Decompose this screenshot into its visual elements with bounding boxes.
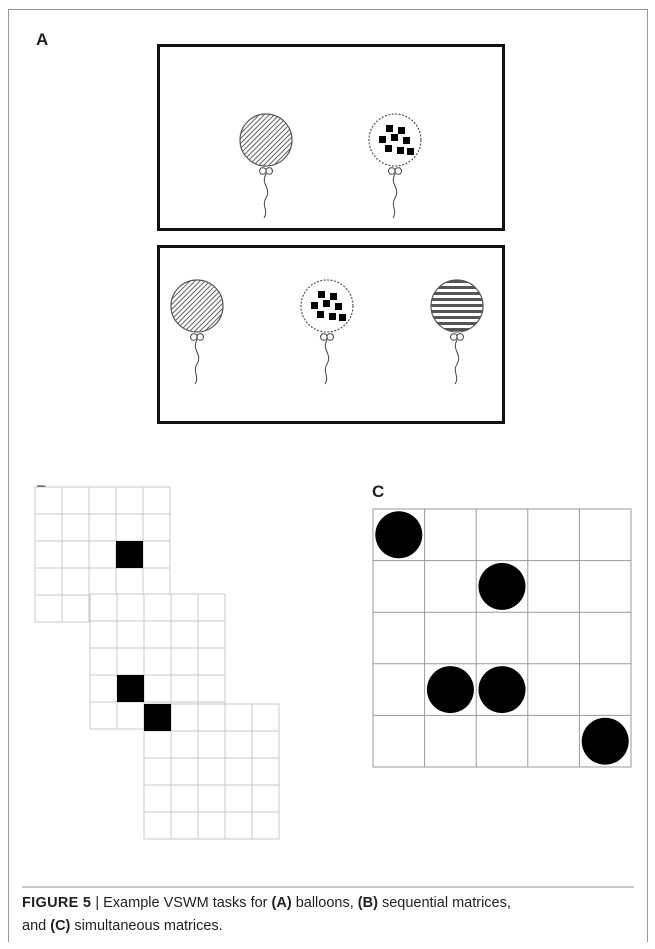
- filled-cell: [144, 704, 171, 731]
- balloons-bottom-row: [157, 245, 505, 424]
- caption-text-1: Example VSWM tasks for: [103, 895, 267, 911]
- balloon-squares: [369, 114, 421, 218]
- balloons-top-row: [157, 44, 505, 231]
- caption-ref-c: (C): [50, 918, 70, 934]
- balloon-box-bottom: [157, 245, 505, 424]
- caption-ref-a: (A): [272, 895, 292, 911]
- balloon-diagonal: [188, 114, 340, 218]
- simultaneous-matrix: [372, 508, 634, 770]
- matrix-dot: [427, 666, 474, 713]
- filled-cell: [117, 675, 144, 702]
- sequence-matrix-3: [144, 704, 279, 839]
- matrix-dot: [582, 718, 629, 765]
- balloon-horizontal: [431, 280, 483, 384]
- caption-rule: [22, 886, 634, 888]
- caption-text-2: balloons,: [296, 895, 354, 911]
- panel-c-label: C: [372, 482, 384, 502]
- panel-a-label: A: [36, 30, 48, 50]
- caption-text-3: sequential matrices,: [382, 895, 511, 911]
- matrix-dot: [479, 666, 526, 713]
- filled-cell: [116, 541, 143, 568]
- balloon-squares: [301, 280, 353, 384]
- caption-text-4: and: [22, 918, 46, 934]
- matrix-dot: [375, 511, 422, 558]
- matrix-dot: [479, 563, 526, 610]
- sequential-matrices: [33, 484, 333, 864]
- caption-text-5: simultaneous matrices.: [74, 918, 222, 934]
- caption-ref-b: (B): [358, 895, 378, 911]
- caption-separator: |: [95, 895, 99, 911]
- balloon-box-top: [157, 44, 505, 231]
- figure-number: FIGURE 5: [22, 895, 91, 911]
- figure-caption: FIGURE 5 | Example VSWM tasks for (A) ba…: [22, 892, 637, 938]
